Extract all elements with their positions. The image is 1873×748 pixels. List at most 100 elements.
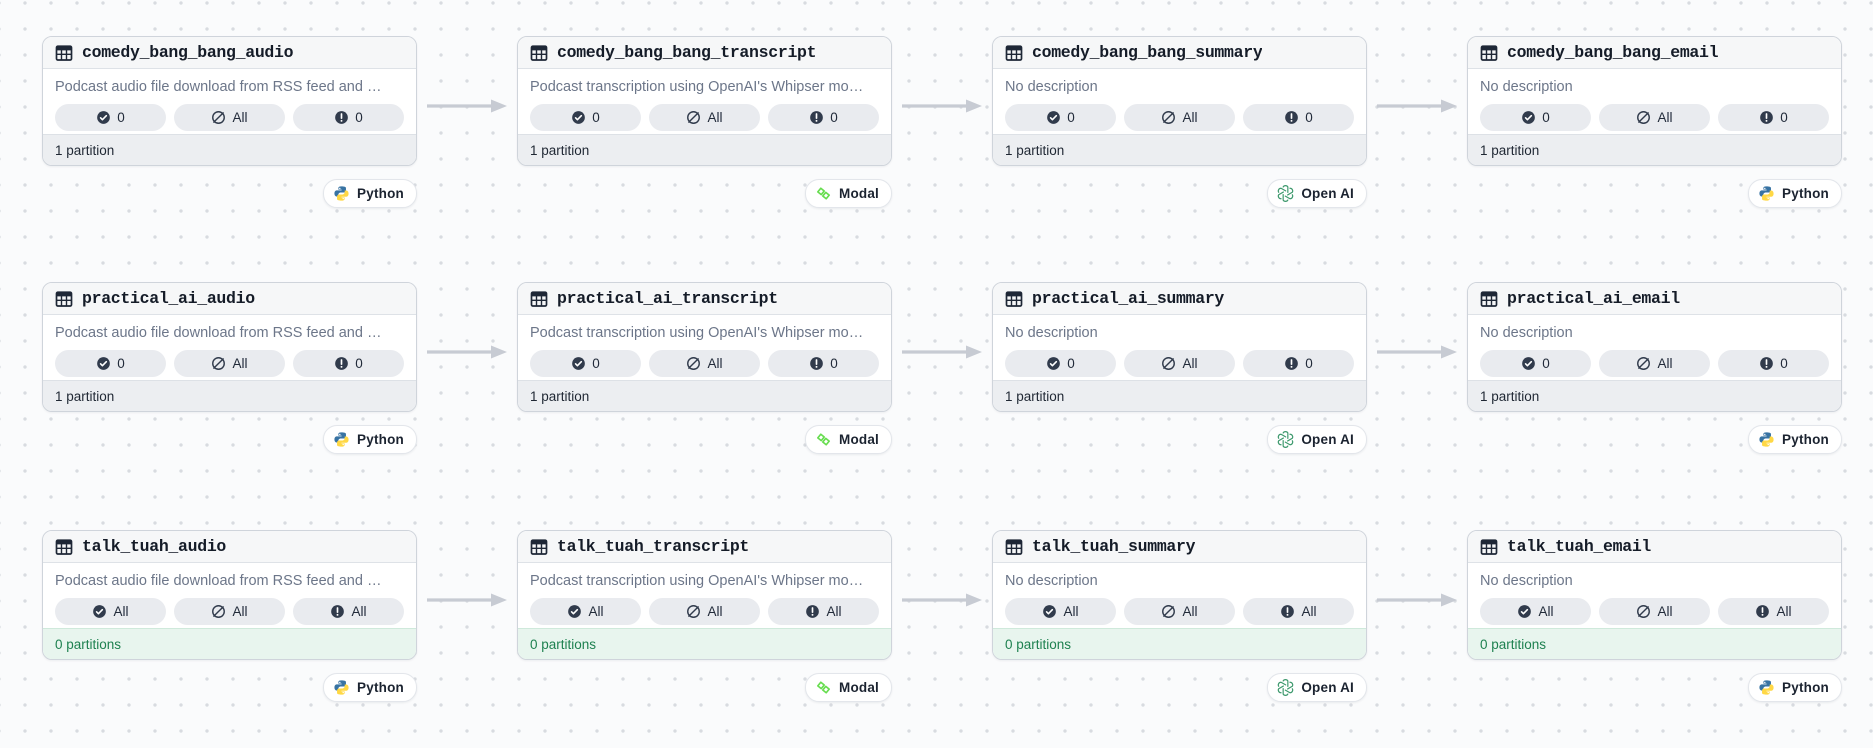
compute-kind-tag[interactable]: Python: [323, 179, 417, 208]
compute-kind-tag[interactable]: Open AI: [1267, 673, 1367, 702]
check-count-badge[interactable]: All: [530, 598, 641, 625]
exclamation-circle-icon: [809, 110, 824, 125]
table-icon: [55, 44, 73, 62]
slash-circle-icon: [211, 604, 226, 619]
asset-node-practical-ai-summary[interactable]: practical_ai_summary No description 0 Al…: [992, 282, 1367, 412]
slash-count-badge[interactable]: All: [1124, 598, 1235, 625]
badge-value: All: [707, 356, 723, 371]
compute-kind-tag[interactable]: Modal: [805, 673, 892, 702]
badge-value: 0: [355, 110, 363, 125]
check-count-badge[interactable]: 0: [1005, 350, 1116, 377]
slash-circle-icon: [211, 110, 226, 125]
alert-count-badge[interactable]: All: [768, 598, 879, 625]
badge-value: 0: [117, 356, 125, 371]
compute-kind-tag[interactable]: Open AI: [1267, 425, 1367, 454]
badge-value: All: [707, 110, 723, 125]
asset-node-practical-ai-email[interactable]: practical_ai_email No description 0 All …: [1467, 282, 1842, 412]
check-count-badge[interactable]: 0: [530, 350, 641, 377]
python-icon: [1758, 679, 1775, 696]
asset-title: talk_tuah_email: [1507, 537, 1652, 556]
asset-description: Podcast audio file download from RSS fee…: [55, 325, 382, 341]
asset-description: No description: [1005, 79, 1098, 95]
asset-node-practical-ai-audio[interactable]: practical_ai_audio Podcast audio file do…: [42, 282, 417, 412]
asset-node-practical-ai-transcript[interactable]: practical_ai_transcript Podcast transcri…: [517, 282, 892, 412]
slash-count-badge[interactable]: All: [1599, 350, 1710, 377]
slash-count-badge[interactable]: All: [174, 598, 285, 625]
check-circle-icon: [92, 604, 108, 619]
table-icon: [55, 290, 73, 308]
partition-count: 1 partition: [530, 388, 590, 404]
compute-kind-tag[interactable]: Python: [323, 425, 417, 454]
asset-title: talk_tuah_transcript: [557, 537, 750, 556]
alert-count-badge[interactable]: All: [1718, 598, 1829, 625]
check-count-badge[interactable]: All: [1480, 598, 1591, 625]
asset-node-talk-tuah-email[interactable]: talk_tuah_email No description All All A…: [1467, 530, 1842, 660]
check-count-badge[interactable]: 0: [1480, 350, 1591, 377]
alert-count-badge[interactable]: 0: [1243, 350, 1354, 377]
exclamation-circle-icon: [330, 604, 346, 619]
alert-count-badge[interactable]: 0: [293, 350, 404, 377]
slash-count-badge[interactable]: All: [649, 350, 760, 377]
tag-label: Open AI: [1301, 186, 1354, 201]
partition-count: 0 partitions: [55, 636, 122, 652]
compute-kind-tag[interactable]: Python: [1748, 425, 1842, 454]
asset-cell: talk_tuah_audio Podcast audio file downl…: [42, 530, 417, 702]
asset-cell: comedy_bang_bang_audio Podcast audio fil…: [42, 36, 417, 208]
alert-count-badge[interactable]: 0: [1243, 104, 1354, 131]
check-count-badge[interactable]: 0: [55, 104, 166, 131]
slash-count-badge[interactable]: All: [1599, 598, 1710, 625]
check-count-badge[interactable]: 0: [55, 350, 166, 377]
asset-cell: talk_tuah_transcript Podcast transcripti…: [517, 530, 892, 702]
check-count-badge[interactable]: All: [1005, 598, 1116, 625]
asset-header: comedy_bang_bang_summary: [993, 37, 1366, 69]
check-count-badge[interactable]: 0: [1005, 104, 1116, 131]
alert-count-badge[interactable]: All: [293, 598, 404, 625]
slash-circle-icon: [211, 356, 226, 371]
asset-node-comedy-bang-bang-transcript[interactable]: comedy_bang_bang_transcript Podcast tran…: [517, 36, 892, 166]
alert-count-badge[interactable]: 0: [768, 350, 879, 377]
slash-count-badge[interactable]: All: [174, 350, 285, 377]
asset-node-comedy-bang-bang-email[interactable]: comedy_bang_bang_email No description 0 …: [1467, 36, 1842, 166]
compute-kind-tag[interactable]: Python: [1748, 179, 1842, 208]
slash-count-badge[interactable]: All: [174, 104, 285, 131]
asset-cell: comedy_bang_bang_email No description 0 …: [1467, 36, 1842, 208]
slash-count-badge[interactable]: All: [1599, 104, 1710, 131]
partition-count: 1 partition: [55, 142, 115, 158]
slash-count-badge[interactable]: All: [1124, 104, 1235, 131]
badge-value: 0: [1067, 110, 1075, 125]
compute-kind-tag[interactable]: Modal: [805, 179, 892, 208]
edge-arrow: [1375, 343, 1459, 361]
asset-node-talk-tuah-audio[interactable]: talk_tuah_audio Podcast audio file downl…: [42, 530, 417, 660]
asset-node-talk-tuah-summary[interactable]: talk_tuah_summary No description All All…: [992, 530, 1367, 660]
asset-header: comedy_bang_bang_transcript: [518, 37, 891, 69]
slash-count-badge[interactable]: All: [1124, 350, 1235, 377]
compute-kind-tag[interactable]: Open AI: [1267, 179, 1367, 208]
partition-count: 1 partition: [1480, 388, 1540, 404]
slash-count-badge[interactable]: All: [649, 598, 760, 625]
check-count-badge[interactable]: All: [55, 598, 166, 625]
asset-header: practical_ai_email: [1468, 283, 1841, 315]
check-count-badge[interactable]: 0: [530, 104, 641, 131]
asset-node-comedy-bang-bang-audio[interactable]: comedy_bang_bang_audio Podcast audio fil…: [42, 36, 417, 166]
badge-value: 0: [1305, 356, 1313, 371]
asset-node-talk-tuah-transcript[interactable]: talk_tuah_transcript Podcast transcripti…: [517, 530, 892, 660]
asset-header: practical_ai_summary: [993, 283, 1366, 315]
check-count-badge[interactable]: 0: [1480, 104, 1591, 131]
tag-label: Python: [1782, 186, 1829, 201]
compute-kind-tag[interactable]: Python: [1748, 673, 1842, 702]
slash-count-badge[interactable]: All: [649, 104, 760, 131]
asset-description: No description: [1480, 79, 1573, 95]
asset-title: talk_tuah_summary: [1032, 537, 1196, 556]
alert-count-badge[interactable]: 0: [1718, 350, 1829, 377]
compute-kind-tag[interactable]: Modal: [805, 425, 892, 454]
alert-count-badge[interactable]: 0: [768, 104, 879, 131]
asset-node-comedy-bang-bang-summary[interactable]: comedy_bang_bang_summary No description …: [992, 36, 1367, 166]
alert-count-badge[interactable]: All: [1243, 598, 1354, 625]
table-icon: [530, 290, 548, 308]
compute-kind-tag[interactable]: Python: [323, 673, 417, 702]
alert-count-badge[interactable]: 0: [293, 104, 404, 131]
exclamation-circle-icon: [1284, 356, 1299, 371]
asset-title: talk_tuah_audio: [82, 537, 227, 556]
alert-count-badge[interactable]: 0: [1718, 104, 1829, 131]
slash-circle-icon: [1636, 356, 1651, 371]
